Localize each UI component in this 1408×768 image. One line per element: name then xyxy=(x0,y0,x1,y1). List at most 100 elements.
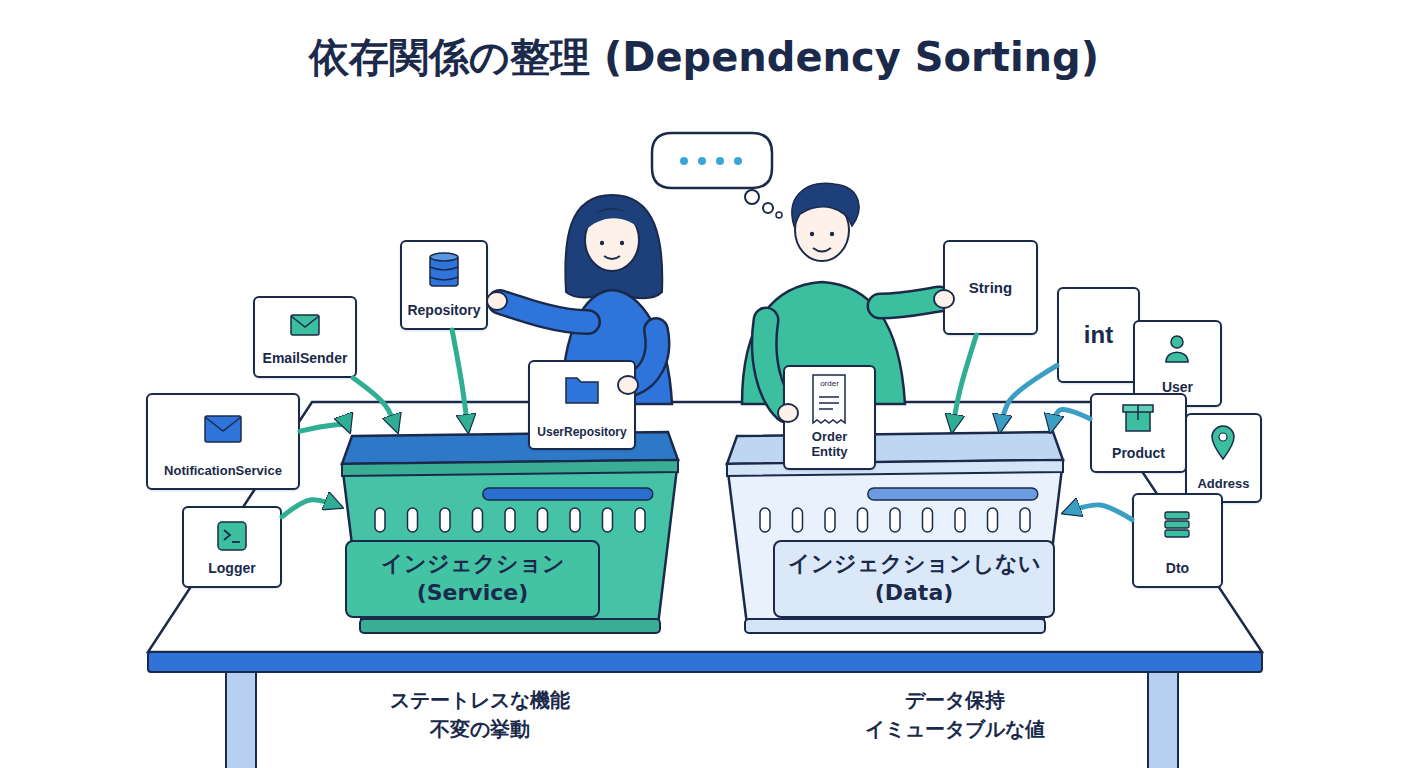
basket-slot xyxy=(473,508,483,532)
basket-slot xyxy=(375,508,385,532)
user-icon-head xyxy=(1171,336,1183,348)
card-label: EmailSender xyxy=(263,350,348,367)
card-label: String xyxy=(969,279,1012,297)
bubble-dot xyxy=(734,157,742,165)
receipt-icon xyxy=(813,375,845,423)
basket-label: インジェクション (Service) xyxy=(345,540,600,618)
basket-handle xyxy=(483,488,653,500)
basket-slot xyxy=(955,508,965,532)
bubble-dot xyxy=(698,157,706,165)
basket-slot xyxy=(923,508,933,532)
flow-arrow xyxy=(952,335,976,430)
speech-bubble xyxy=(652,133,772,188)
card-label: Dto xyxy=(1166,560,1189,577)
terminal-cursor xyxy=(232,541,240,543)
flow-arrow xyxy=(1051,410,1090,430)
card-label: Order Entity xyxy=(800,429,860,460)
hand xyxy=(778,404,798,422)
item-card: Dto xyxy=(1132,493,1223,588)
card-label: NotificationService xyxy=(164,463,282,479)
thought-circle xyxy=(745,190,759,204)
woman-hair xyxy=(565,195,662,298)
hand xyxy=(487,292,507,310)
basket-handle xyxy=(868,488,1038,500)
database-icon-lines xyxy=(430,267,458,280)
database-icon-top xyxy=(430,253,458,261)
card-label: Repository xyxy=(407,302,480,319)
item-card: NotificationService xyxy=(146,393,300,490)
caption-note: データ保持 イミュータブルな値 xyxy=(855,686,1055,744)
woman-bangs xyxy=(584,210,641,232)
basket-rim xyxy=(342,460,678,476)
woman-eye xyxy=(620,241,624,245)
woman-eye xyxy=(600,241,604,245)
envelope-flap xyxy=(205,417,241,431)
envelope-icon xyxy=(205,416,241,442)
flow-arrow xyxy=(1065,505,1132,520)
basket-slot xyxy=(988,508,998,532)
basket-slot xyxy=(890,508,900,532)
card-label: UserRepository xyxy=(537,425,626,439)
woman-smile xyxy=(604,256,620,259)
envelope-flap xyxy=(291,316,319,327)
woman-arm-outline xyxy=(500,302,588,322)
terminal-prompt xyxy=(224,530,230,540)
hand xyxy=(934,290,954,308)
basket-base xyxy=(360,619,660,633)
folder-icon xyxy=(566,378,598,403)
terminal-icon xyxy=(218,522,246,550)
man-eye xyxy=(830,232,834,236)
diagram-title: 依存関係の整理 (Dependency Sorting) xyxy=(0,30,1408,85)
basket-slot xyxy=(635,508,645,532)
database-icon xyxy=(430,256,458,286)
receipt-lines xyxy=(819,397,839,409)
card-label: Address xyxy=(1197,476,1249,492)
server-icon xyxy=(1165,530,1189,537)
box-icon xyxy=(1126,411,1150,431)
icon-caption: order xyxy=(820,379,839,389)
pin-icon-hole xyxy=(1219,433,1227,441)
item-card: int xyxy=(1057,287,1140,383)
item-card: Repository xyxy=(400,240,488,330)
basket-interior xyxy=(727,432,1063,464)
man-arm-outline xyxy=(880,299,940,306)
box-icon-lid xyxy=(1123,405,1153,412)
basket-body xyxy=(727,460,1063,625)
basket-base xyxy=(745,619,1045,633)
woman-arm xyxy=(500,302,588,322)
hand xyxy=(618,376,638,394)
man-smile xyxy=(813,248,831,252)
basket-slot xyxy=(858,508,868,532)
server-icon xyxy=(1165,512,1189,519)
basket-slot xyxy=(825,508,835,532)
card-label: Product xyxy=(1112,445,1165,462)
thought-circle xyxy=(763,203,773,213)
basket-slot xyxy=(570,508,580,532)
man-arm xyxy=(880,299,940,306)
item-card: Logger xyxy=(182,506,282,588)
basket-slot xyxy=(505,508,515,532)
basket-slot xyxy=(408,508,418,532)
flow-arrow xyxy=(300,424,349,431)
caption-note: ステートレスな機能 不変の挙動 xyxy=(380,686,580,744)
item-card: EmailSender xyxy=(253,296,357,378)
server-icon xyxy=(1165,521,1189,528)
item-card: Address xyxy=(1185,413,1262,503)
bubble-dot xyxy=(680,157,688,165)
box-icon-tape xyxy=(1137,405,1139,420)
basket-slot xyxy=(1020,508,1030,532)
flow-arrow xyxy=(452,330,468,430)
item-card: String xyxy=(943,240,1038,335)
item-card: UserRepository xyxy=(528,360,636,450)
card-label: Logger xyxy=(208,560,255,577)
card-label: int xyxy=(1084,321,1113,350)
pin-icon xyxy=(1212,426,1234,459)
bubble-dot xyxy=(716,157,724,165)
flow-arrow xyxy=(1000,365,1057,430)
basket-slot xyxy=(793,508,803,532)
flow-arrow xyxy=(353,378,397,430)
basket-node: インジェクション (Service) xyxy=(340,430,680,635)
basket-rim xyxy=(727,460,1063,476)
connector-group xyxy=(282,330,1132,520)
basket-slot xyxy=(538,508,548,532)
